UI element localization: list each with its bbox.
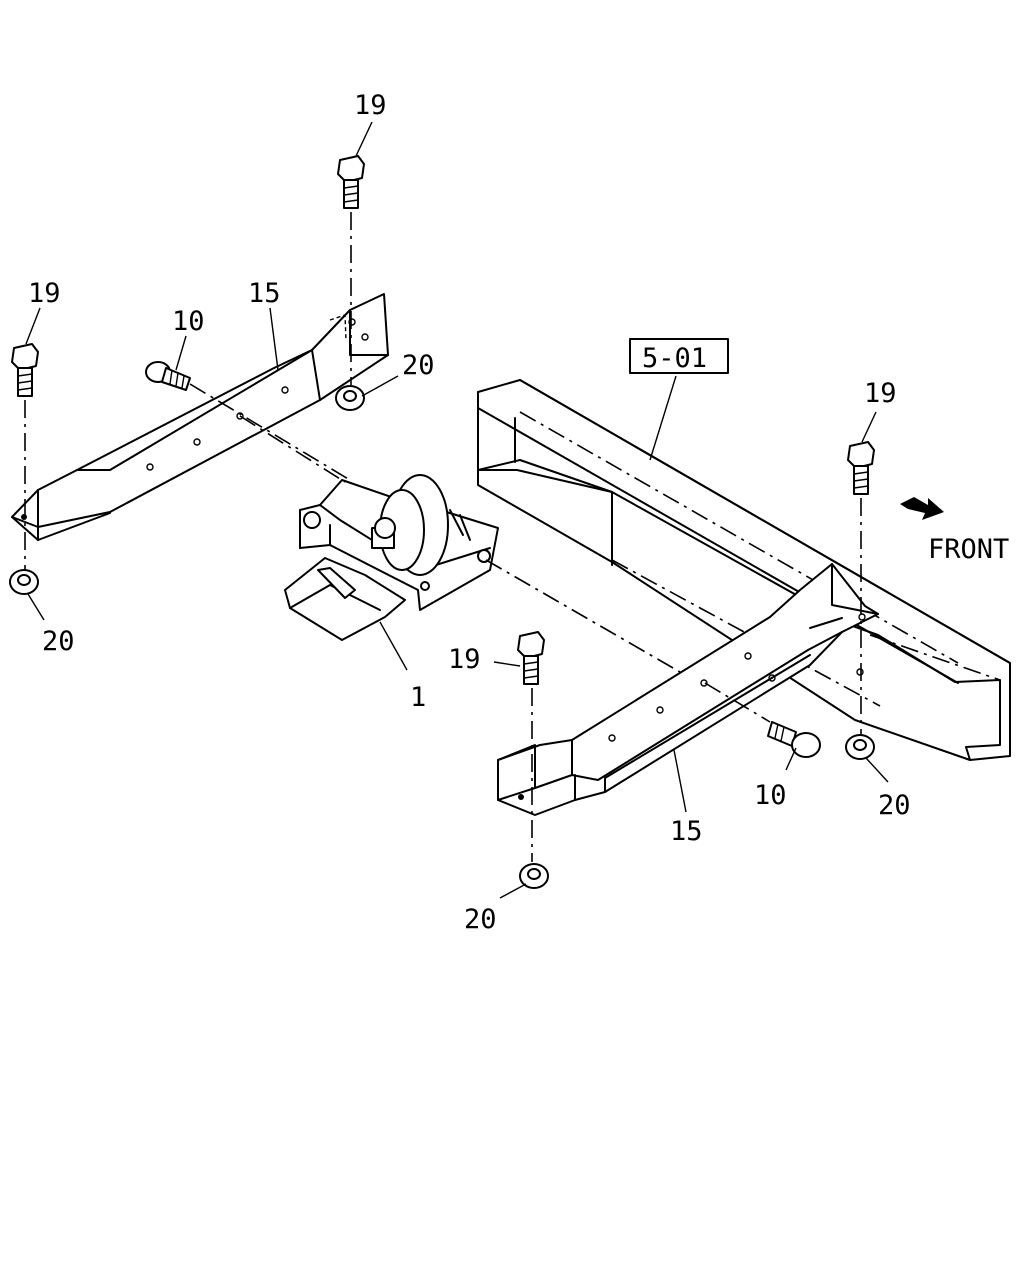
ref-box (629, 338, 729, 374)
callout-10-right: 10 (754, 780, 787, 811)
assembly-lines (24, 212, 862, 862)
nut-20-upper (335, 385, 365, 411)
callout-15-right: 15 (670, 816, 703, 847)
callout-19-left: 19 (28, 278, 61, 309)
bolt-19-right (847, 441, 875, 495)
bolt-19-left (11, 343, 39, 397)
callout-19-center: 19 (448, 644, 481, 675)
callout-1: 1 (410, 682, 426, 713)
callout-19-right: 19 (864, 378, 897, 409)
callout-20-right: 20 (878, 790, 911, 821)
bracket-right (497, 563, 879, 816)
nut-20-bottom (519, 863, 549, 889)
front-arrow-icon (900, 497, 944, 520)
bolt-10-left (145, 361, 191, 391)
callout-10-left: 10 (172, 306, 205, 337)
callout-15-left: 15 (248, 278, 281, 309)
callout-19-top: 19 (354, 90, 387, 121)
callout-20-bottom: 20 (464, 904, 497, 935)
front-label: FRONT (928, 534, 1009, 565)
bolt-19-top (337, 155, 365, 209)
callout-20-upper: 20 (402, 350, 435, 381)
nut-20-right (845, 734, 875, 760)
ref-label: 5-01 (642, 343, 707, 374)
bolt-19-center (517, 631, 545, 685)
leader-lines (25, 121, 889, 899)
nut-20-left (9, 569, 39, 595)
callout-20-left: 20 (42, 626, 75, 657)
bolt-10-right (767, 721, 821, 758)
bracket-left (11, 293, 389, 541)
mount-assembly (284, 474, 499, 641)
